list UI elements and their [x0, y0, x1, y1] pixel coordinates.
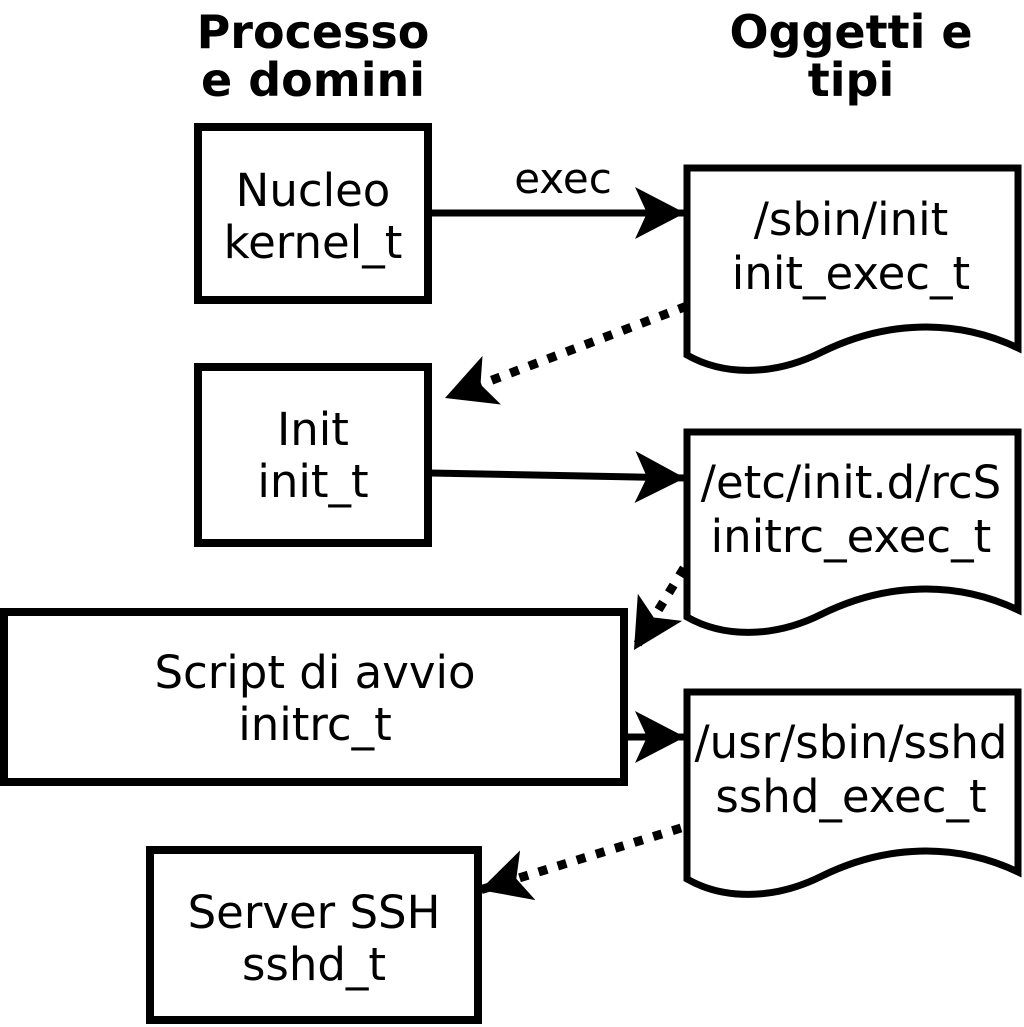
object-doc-sbin-init: /sbin/init init_exec_t: [683, 164, 1022, 374]
document-shape-etc-rcs: [683, 428, 1022, 636]
process-box-initrc-shape: [0, 608, 628, 786]
document-shape-sbin-init: [683, 164, 1022, 374]
object-usr-sshd-type: sshd_exec_t: [715, 770, 986, 823]
process-initrc-type: initrc_t: [238, 698, 392, 751]
process-box-kernel-shape: [194, 123, 432, 304]
arrow-init-exec: [429, 451, 686, 504]
process-init-type: init_t: [257, 455, 368, 508]
header-objects-line1: Oggetti e: [729, 5, 972, 59]
column-header-objects: Oggetti e tipi: [729, 5, 972, 107]
object-usr-sshd-path: /usr/sbin/sshd: [695, 716, 1008, 769]
object-doc-usr-sshd: /usr/sbin/sshd sshd_exec_t: [683, 688, 1022, 898]
transition-arrow-to-init-shaft: [443, 301, 689, 405]
transition-arrow-to-sshd-shaft: [478, 823, 683, 901]
column-header-processes: Processo e domini: [197, 5, 430, 107]
transition-arrow-to-sshd: [478, 823, 683, 901]
header-processes-line2: e domini: [201, 53, 425, 107]
process-initrc-name: Script di avvio: [154, 646, 475, 699]
transition-arrow-to-init: [443, 301, 689, 405]
process-box-sshd: Server SSH sshd_t: [146, 846, 482, 1024]
init-exec-arrow-shaft: [429, 451, 686, 504]
object-doc-etc-rcs: /etc/init.d/rcS initrc_exec_t: [683, 428, 1022, 636]
object-sbin-init-path: /sbin/init: [754, 193, 949, 246]
process-box-initrc: Script di avvio initrc_t: [0, 608, 628, 786]
header-processes-line1: Processo: [197, 5, 430, 59]
process-init-name: Init: [277, 403, 349, 456]
header-objects-line2: tipi: [808, 53, 894, 107]
transition-arrow-to-initrc: [630, 565, 688, 653]
transition-arrow-to-initrc-shaft: [630, 565, 688, 653]
document-shape-usr-sshd: [683, 688, 1022, 898]
process-box-init-shape: [194, 363, 432, 547]
process-sshd-type: sshd_t: [242, 938, 386, 991]
process-box-kernel: Nucleo kernel_t: [194, 123, 432, 304]
object-etc-rcs-type: initrc_exec_t: [711, 510, 992, 563]
object-sbin-init-type: init_exec_t: [732, 247, 970, 300]
exec-arrow-label: exec: [514, 154, 612, 203]
object-etc-rcs-path: /etc/init.d/rcS: [701, 456, 1001, 509]
process-sshd-name: Server SSH: [188, 886, 441, 939]
process-box-sshd-shape: [146, 846, 482, 1024]
process-kernel-type: kernel_t: [224, 216, 403, 269]
process-kernel-name: Nucleo: [236, 164, 391, 217]
process-box-init: Init init_t: [194, 363, 432, 547]
arrow-kernel-exec: exec: [430, 154, 685, 239]
